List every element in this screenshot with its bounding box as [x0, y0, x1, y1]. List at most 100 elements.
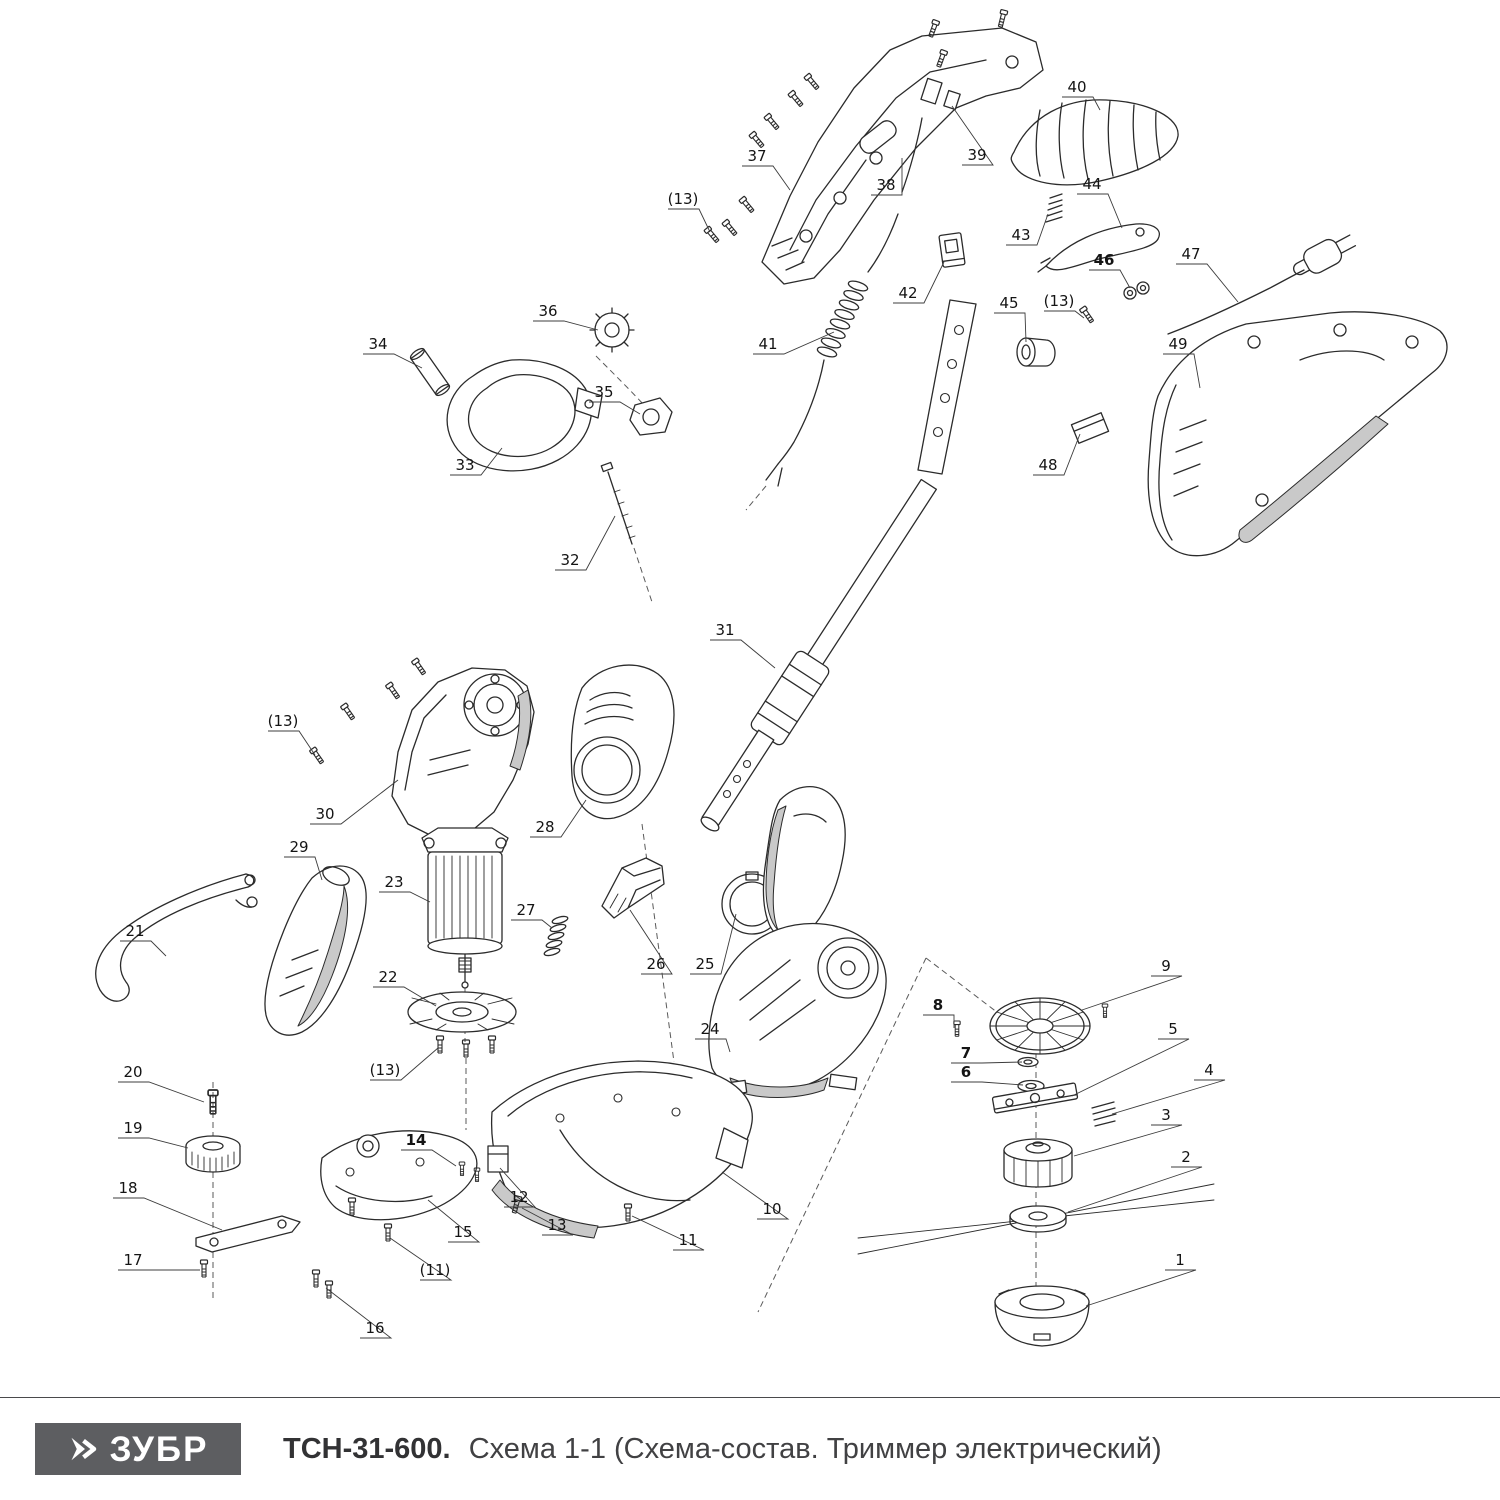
svg-text:18: 18: [118, 1179, 137, 1197]
part-45-bushing: [1016, 337, 1056, 367]
part-2-washer: [1009, 1205, 1067, 1233]
svg-text:6: 6: [961, 1063, 971, 1081]
part-label-22: 22: [373, 968, 437, 1007]
part-label-13: (13): [268, 712, 316, 756]
part-label-16: 16: [325, 1287, 393, 1339]
part-5-blade-bar: [991, 1082, 1079, 1114]
part-40-rear-grip: [1010, 99, 1179, 186]
part-label-1: 1: [1085, 1251, 1197, 1307]
part-28-housing-cover: [570, 664, 675, 820]
part-label-8: 8: [923, 996, 955, 1028]
svg-text:4: 4: [1204, 1061, 1214, 1079]
part-label-49: 49: [1163, 335, 1201, 389]
part-label-6: 6: [951, 1063, 1024, 1086]
svg-text:34: 34: [368, 335, 387, 353]
svg-text:30: 30: [315, 805, 334, 823]
part-label-2: 2: [1067, 1148, 1203, 1213]
part-22-fan-washer: [407, 991, 517, 1033]
part-label-11: 11: [631, 1215, 705, 1251]
part-label-26: 26: [629, 909, 673, 975]
part-35-clamp: [629, 397, 673, 436]
svg-text:49: 49: [1168, 335, 1187, 353]
part-label-21: 21: [120, 922, 167, 957]
part-30-gear-housing: [391, 667, 535, 853]
part-7-washer: [1017, 1056, 1039, 1068]
svg-text:38: 38: [876, 176, 895, 194]
part-label-15: 15: [427, 1199, 481, 1243]
part-label-29: 29: [284, 838, 323, 881]
part-43-spring: [1045, 193, 1063, 223]
part-label-10: 10: [721, 1171, 790, 1220]
part-label-13: (13): [668, 190, 711, 233]
part-label-42: 42: [893, 261, 945, 304]
svg-text:7: 7: [961, 1044, 971, 1062]
part-36-knob: [589, 307, 635, 353]
svg-text:24: 24: [700, 1020, 719, 1038]
part-47-power-cord: [1167, 234, 1357, 335]
part-33-d-handle: [446, 359, 603, 472]
part-31-shaft-tube: [700, 299, 977, 832]
footer-row: ЗУБР ТСН-31-600. Схема 1-1 (Схема-состав…: [0, 1398, 1500, 1475]
svg-text:17: 17: [123, 1251, 142, 1269]
part-label-11: (11): [389, 1237, 453, 1281]
part-49-lower-housing: [1147, 311, 1448, 557]
svg-text:8: 8: [933, 996, 943, 1014]
svg-text:21: 21: [125, 922, 144, 940]
part-34-pin: [409, 347, 451, 397]
svg-text:27: 27: [516, 901, 535, 919]
part-41-cable: [765, 213, 899, 487]
part-17-screw: [199, 1259, 209, 1278]
svg-text:32: 32: [560, 551, 579, 569]
part-label-3: 3: [1073, 1106, 1183, 1157]
svg-text:42: 42: [898, 284, 917, 302]
part-label-24: 24: [695, 1020, 731, 1053]
part-label-27: 27: [511, 901, 553, 929]
svg-text:46: 46: [1094, 251, 1115, 269]
part-label-14: 14: [401, 1131, 457, 1167]
svg-text:2: 2: [1181, 1148, 1191, 1166]
part-12-clamp-plate: [487, 1145, 509, 1173]
part-label-39: 39: [951, 105, 994, 166]
part-44-bracket: [1037, 223, 1160, 273]
part-1-spool-cover: [994, 1285, 1090, 1347]
svg-text:(13): (13): [268, 712, 299, 730]
part-23-motor: [421, 827, 509, 989]
svg-text:41: 41: [758, 335, 777, 353]
part-label-13: 13: [521, 1207, 574, 1236]
part-42-switch: [938, 232, 966, 268]
svg-text:14: 14: [406, 1131, 427, 1149]
part-label-7: 7: [951, 1044, 1023, 1064]
svg-text:36: 36: [538, 302, 557, 320]
part-24-upper-cover: [762, 785, 846, 941]
svg-text:16: 16: [365, 1319, 384, 1337]
part-3-spool-hub: [1003, 1138, 1073, 1188]
svg-text:39: 39: [967, 146, 986, 164]
part-label-43: 43: [1006, 213, 1049, 246]
part-label-5: 5: [1071, 1020, 1190, 1097]
svg-text:28: 28: [535, 818, 554, 836]
part-4-spring: [1091, 1101, 1117, 1127]
svg-text:1: 1: [1175, 1251, 1185, 1269]
part-32-bolt: [600, 461, 636, 545]
part-label-46: 46: [1089, 251, 1131, 289]
part-label-41: 41: [753, 331, 835, 355]
svg-text:26: 26: [646, 955, 665, 973]
model-number: ТСН-31-600.: [283, 1432, 451, 1465]
part-10-guard: [490, 1060, 753, 1239]
footer: ЗУБР ТСН-31-600. Схема 1-1 (Схема-состав…: [0, 1397, 1500, 1500]
part-label-31: 31: [710, 621, 776, 669]
svg-text:25: 25: [695, 955, 714, 973]
part-46-clip: [1123, 281, 1150, 300]
svg-text:45: 45: [999, 294, 1018, 312]
part-label-32: 32: [555, 515, 616, 571]
svg-text:44: 44: [1082, 175, 1101, 193]
part-26-bracket: [601, 857, 665, 919]
part-label-38: 38: [871, 158, 903, 196]
svg-text:5: 5: [1168, 1020, 1178, 1038]
part-39-switch-parts: [920, 77, 961, 111]
part-label-25: 25: [690, 913, 737, 975]
part-9-fan: [989, 997, 1091, 1055]
part-label-17: 17: [118, 1251, 200, 1271]
svg-text:3: 3: [1161, 1106, 1171, 1124]
